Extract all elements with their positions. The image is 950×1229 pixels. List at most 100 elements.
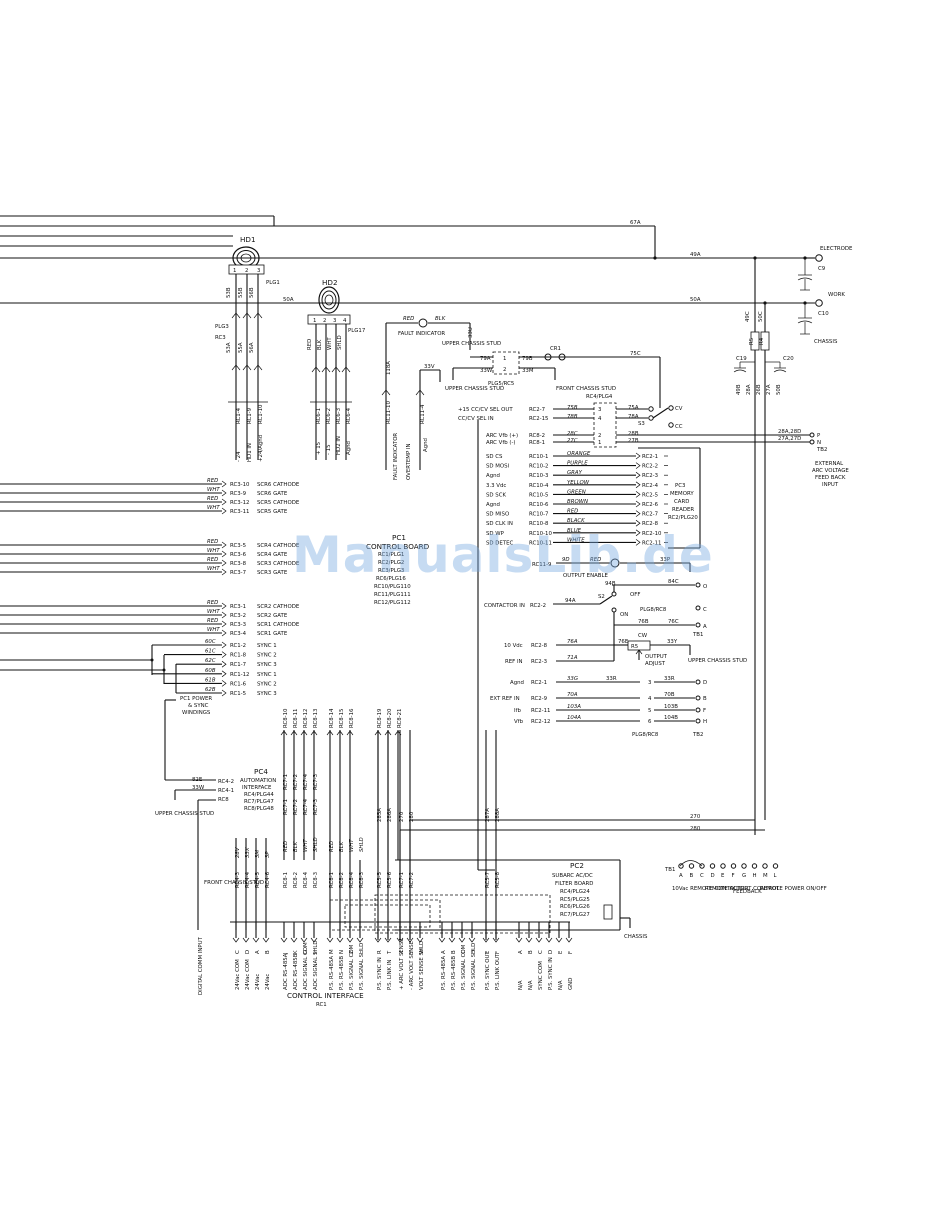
svg-text:27A: 27A [766, 384, 772, 395]
svg-text:76E: 76E [618, 639, 629, 645]
rc3-label: RC3 [215, 335, 226, 341]
control-pin-signal: 24Vac COM [245, 959, 251, 990]
plg3-label: PLG3 [215, 324, 229, 330]
svg-text:& SYNC: & SYNC [188, 703, 209, 709]
control-pin-letter: D [471, 950, 477, 954]
scr-wire-color: WHT [207, 505, 220, 511]
scr-rc: RC3-10 [230, 482, 250, 488]
sync-wire: 62C [205, 658, 216, 664]
control-pin-signal: P.S. LINK OUT [495, 953, 501, 990]
svg-text:OUTPUT: OUTPUT [645, 654, 668, 660]
control-pin-signal: P.S. RS-485B [339, 956, 345, 990]
control-pin-letter: C [235, 950, 241, 954]
rc4-row-pin: 1 [598, 440, 601, 446]
svg-text:- 24: - 24 [236, 451, 242, 462]
ref-row-pin: 3 [648, 680, 651, 686]
svg-text:33Y: 33Y [667, 639, 678, 645]
pc4-mid-rc2: RC7-3 [313, 799, 319, 815]
svg-text:UPPER CHASSIS STUD: UPPER CHASSIS STUD [445, 386, 504, 392]
svg-text:RED: RED [590, 557, 601, 563]
svg-text:28A,28D: 28A,28D [778, 429, 801, 435]
pc4-mid-rc3: RC8-4 [303, 871, 309, 888]
pc4-mid-rc4: RC8-1 [329, 872, 335, 888]
control-pin-letter: K [293, 950, 299, 954]
svg-text:33W: 33W [192, 785, 205, 791]
rc4-row-wire2: 27B [628, 438, 639, 444]
scr-signal: SCR3 GATE [257, 570, 288, 576]
svg-text:AUTOMATION: AUTOMATION [240, 778, 276, 784]
svg-text:C20: C20 [783, 356, 794, 362]
control-pin-signal: P.S. SIGNAL SHLD [359, 943, 365, 990]
svg-text:PLG8/RC8: PLG8/RC8 [640, 607, 667, 613]
svg-text:REMOTE POWER ON/OFF: REMOTE POWER ON/OFF [760, 886, 827, 892]
pc4-mid-rc: RC7-4 [303, 773, 309, 790]
pc4-mid-rc: RC7-1 [283, 774, 289, 790]
ref-row-signal: REF IN [505, 659, 523, 665]
svg-text:+ 15: + 15 [316, 442, 322, 455]
svg-text:94A: 94A [565, 598, 576, 604]
wire-49a: 49A [690, 252, 701, 258]
svg-text:9D: 9D [562, 557, 570, 563]
sync-wire: 61B [205, 677, 216, 683]
tb1-pin-label: B [690, 873, 694, 879]
scr-rc: RC3-3 [230, 622, 246, 628]
control-pin-letter: M [329, 949, 335, 954]
svg-text:RED: RED [403, 316, 414, 322]
pc4-top-rc: RC8-21 [397, 709, 403, 728]
svg-text:P: P [817, 433, 821, 439]
svg-text:2: 2 [503, 367, 506, 373]
rc4-row-signal: CC/CV SEL IN [458, 416, 494, 422]
ref-row-wire2: 33R [664, 676, 675, 682]
pc2-wire: 280 [409, 811, 415, 822]
control-pin-letter: R [377, 950, 383, 954]
svg-text:CHASSIS: CHASSIS [624, 934, 648, 940]
pc3-row-color: BLUE [567, 528, 582, 534]
scr-signal: SCR6 CATHODE [257, 482, 300, 488]
svg-text:HD2 IN: HD2 IN [336, 436, 342, 455]
pc3-row-rc: RC10-11 [529, 540, 552, 546]
pc3-row-color: ORANGE [567, 451, 591, 457]
svg-text:R5: R5 [749, 338, 755, 345]
pc3-row-pin: RC2-7 [642, 512, 658, 518]
svg-text:1: 1 [503, 356, 506, 362]
pc4-top-rc: RC8-16 [349, 708, 355, 728]
control-pin-letter: B [451, 950, 457, 954]
pc3-row-signal: SD SCK [486, 492, 506, 498]
svg-text:A: A [703, 624, 707, 630]
svg-text:79A: 79A [480, 356, 491, 362]
control-pin-signal: N/A [558, 980, 564, 990]
control-pin-signal: P.S. LINK IN [387, 960, 393, 990]
pc3-row-pin: RC2-1 [642, 454, 658, 460]
svg-text:55A: 55A [238, 342, 244, 353]
sync-wire: 61C [205, 649, 216, 655]
svg-text:PC4: PC4 [254, 767, 268, 776]
rc4-plg4-label: RC4/PLG4 [586, 394, 613, 400]
svg-text:RC2/PLG2: RC2/PLG2 [378, 560, 404, 566]
ref-row-pin: 6 [648, 719, 652, 725]
control-pin-letter: D [245, 950, 251, 954]
svg-text:FRONT CHASSIS STUD: FRONT CHASSIS STUD [204, 880, 264, 886]
pc3-row-pin: RC2-3 [642, 473, 658, 479]
scr-signal: SCR2 CATHODE [257, 604, 300, 610]
control-pin-letter: X [399, 950, 405, 954]
svg-text:EXTERNAL: EXTERNAL [815, 461, 843, 467]
wire-67a: 67A [630, 220, 641, 226]
pc3-row-rc: RC10-4 [529, 483, 549, 489]
pc2-wire: 285A [377, 808, 383, 822]
control-pin-letter: A [255, 950, 261, 954]
rc4-row-pin: 3 [598, 407, 601, 413]
control-pin-signal: + ARC VOLT SENSE [399, 938, 405, 990]
pc3-row-signal: SD MOSI [486, 464, 510, 470]
scr-rc: RC3-4 [230, 631, 247, 637]
sync-rc: RC1-8 [230, 653, 247, 659]
scr-wire-color: WHT [207, 627, 220, 633]
pc2-wire: 270 [399, 811, 405, 822]
control-pin-letter: N [339, 950, 345, 954]
pc4-top-rc: RC8-12 [303, 709, 309, 728]
ref-row-wire2: 104B [664, 715, 678, 721]
control-pin-letter: C [538, 950, 544, 954]
svg-text:RC4/PLG44: RC4/PLG44 [244, 792, 274, 798]
svg-text:33V: 33V [424, 364, 435, 370]
